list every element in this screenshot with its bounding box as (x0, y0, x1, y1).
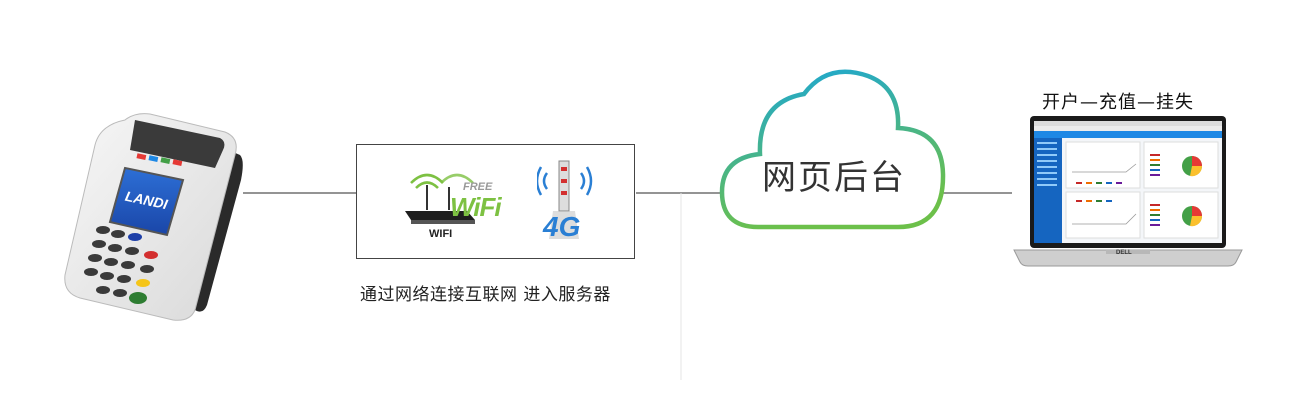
lte-label: 4G (543, 211, 581, 242)
cloud-shape: 网页后台 (718, 62, 948, 234)
network-box: FREE WiFi WIFI 4G (356, 144, 635, 259)
pos-terminal: LANDI (55, 110, 245, 325)
laptop-brand: DELL (1116, 250, 1132, 256)
cloud-label: 网页后台 (762, 158, 906, 198)
wifi-label: WIFI (429, 228, 453, 240)
laptop-title: 开户—充值—挂失 (1042, 92, 1194, 113)
lte-tower-icon (537, 153, 597, 249)
laptop: DELL (1010, 114, 1246, 274)
free-label: FREE (463, 181, 493, 193)
network-caption: 通过网络连接互联网 进入服务器 (360, 285, 611, 305)
wifi-big-label: WiFi (450, 192, 502, 222)
wifi-router-icon (397, 165, 507, 245)
